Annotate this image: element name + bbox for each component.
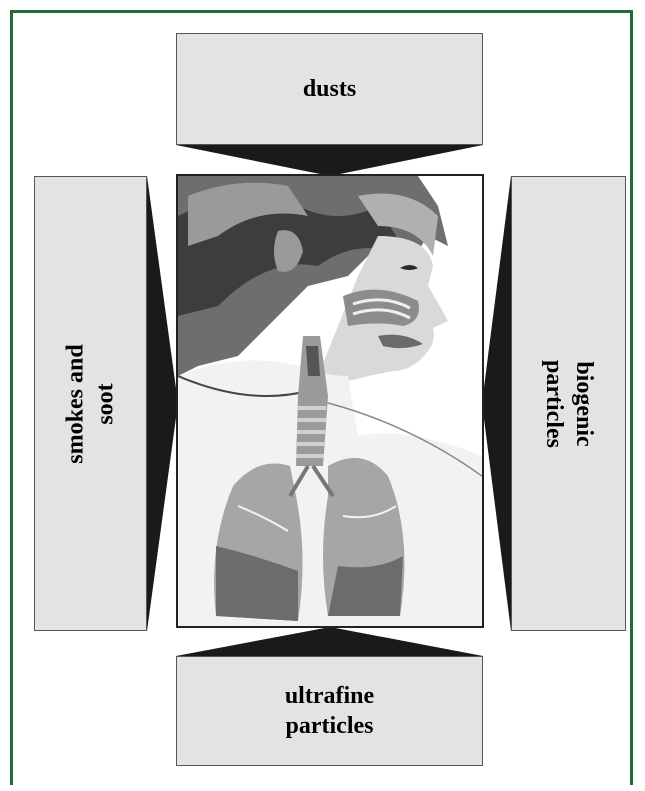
child-respiratory-illustration [176, 174, 484, 628]
label-box-dusts: dusts [176, 33, 483, 145]
wedge-top [176, 145, 483, 176]
label-box-ultrafine: ultrafine particles [176, 656, 483, 766]
label-ultrafine-line2: particles [285, 711, 374, 741]
label-smokes-line1: smokes and [61, 344, 91, 463]
label-box-biogenic: biogenic particles [511, 176, 626, 631]
label-ultrafine-line1: ultrafine [285, 681, 374, 711]
label-dusts: dusts [303, 74, 356, 104]
wedge-left [147, 176, 178, 631]
label-box-smokes: smokes and soot [34, 176, 147, 631]
wedge-right [482, 176, 511, 631]
label-smokes-line2: soot [91, 344, 121, 463]
wedge-bottom [176, 627, 483, 656]
child-respiratory-system-icon [178, 176, 482, 626]
label-biogenic-line2: particles [538, 360, 568, 448]
label-biogenic-line1: biogenic [568, 360, 598, 448]
